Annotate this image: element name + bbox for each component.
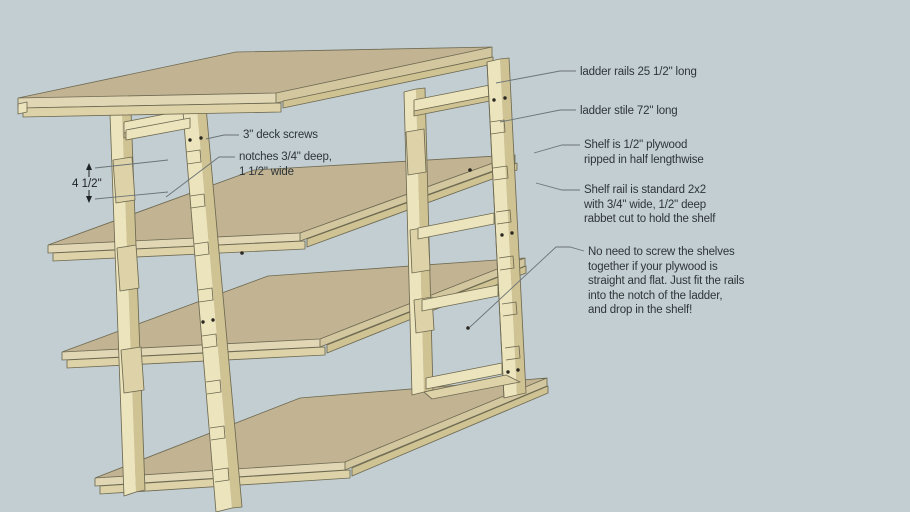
annotation-line: with 3/4" wide, 1/2" deep (584, 198, 707, 211)
annotation-notches: notches 3/4" deep, 1 1/2" wide (239, 150, 332, 179)
annotation-line: together if your plywood is (588, 260, 718, 273)
annotation-line: Shelf is 1/2" plywood (584, 139, 688, 151)
brace-left (125, 117, 191, 141)
annotation-line: Shelf rail is standard 2x2 (584, 184, 707, 196)
annotation-ladder-stile: ladder stile 72" long (580, 105, 678, 117)
annotation-deck-screws: 3" deck screws (243, 129, 318, 141)
shelf-bottom (94, 377, 549, 495)
shelf-top (17, 46, 494, 118)
annotation-line: No need to screw the shelves (588, 246, 735, 258)
ladder-stile-front-left (181, 95, 243, 512)
annotation-line: straight and flat. Just fit the rails (588, 275, 745, 287)
annotation-line: and drop in the shelf! (588, 304, 693, 316)
annotation-shelf-rail: Shelf rail is standard 2x2 with 3/4" wid… (584, 183, 715, 227)
screw-marks (240, 168, 472, 330)
annotation-line: ripped in half lengthwise (584, 153, 704, 166)
ladder-rear-right (403, 87, 435, 396)
annotation-line: 1 1/2" wide (239, 165, 294, 178)
annotation-line: rabbet cut to hold the shelf (584, 213, 716, 225)
annotation-line: notches 3/4" deep, (239, 151, 332, 163)
ladder-foot-right (423, 374, 521, 400)
dimension-label-4-1-2: 4 1/2" (72, 178, 102, 190)
annotation-shelf-plywood: Shelf is 1/2" plywood ripped in half len… (584, 138, 704, 167)
dimension-4-1-2 (86, 159, 169, 203)
annotation-line: into the notch of the ladder, (588, 289, 723, 302)
leader-lines (165, 70, 585, 328)
ladder-rear-left (109, 109, 146, 497)
ladder-stile-front-right (486, 57, 527, 399)
annotation-no-need-to-screw: No need to screw the shelves together if… (588, 245, 744, 318)
annotation-ladder-rails: ladder rails 25 1/2" long (580, 66, 697, 78)
